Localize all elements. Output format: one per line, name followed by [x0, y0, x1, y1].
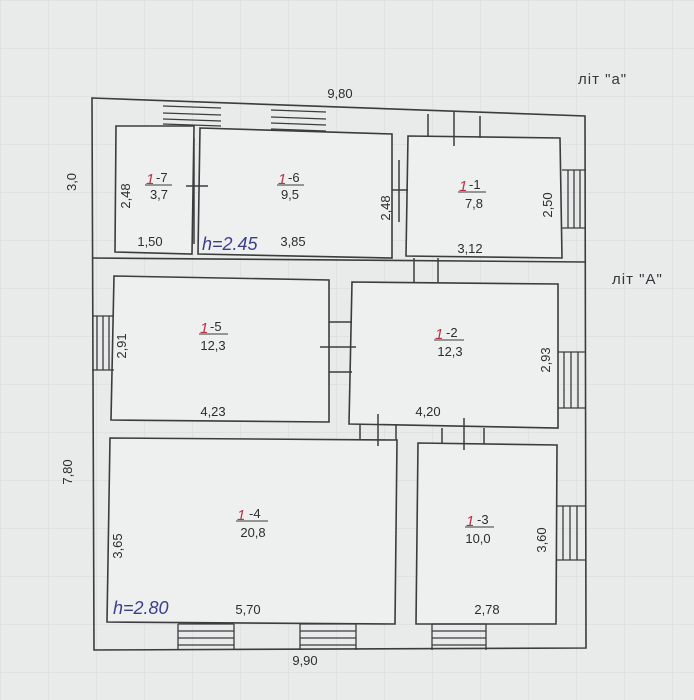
room-1-2-number: 1	[435, 326, 443, 343]
height-upper: h=2.45	[202, 234, 259, 254]
room-1-2-width: 4,20	[415, 404, 440, 419]
room-1-6-number: 1	[278, 171, 286, 188]
room-1-4-outline	[106, 437, 398, 625]
room-1-7-number: 1	[146, 171, 154, 188]
window-top-middle	[270, 109, 327, 132]
room-1-3-number: 1	[466, 513, 474, 530]
window-bottom-left	[177, 623, 235, 650]
room-1-5-width: 4,23	[200, 404, 225, 419]
room-1-1-outline	[405, 135, 563, 259]
room-1-4-area: 20,8	[240, 525, 265, 540]
room-1-7-height: 2,48	[118, 183, 133, 208]
room-1-1-sub: -1	[469, 177, 481, 192]
room-1-5-number: 1	[200, 320, 208, 337]
room-1-1-number: 1	[459, 178, 467, 195]
room-1-5-sub: -5	[210, 319, 222, 334]
room-1-6-sub: -6	[288, 170, 300, 185]
window-left-middle	[92, 315, 114, 371]
dim-top-width: 9,80	[327, 86, 352, 101]
room-1-2-sub: -2	[446, 325, 458, 340]
dim-upper-height: 3,0	[64, 173, 79, 191]
door-1-7-to-1-6	[186, 138, 208, 244]
window-bottom-right	[431, 623, 487, 650]
door-1-2-to-1-3	[441, 418, 485, 450]
outer-wall-outline	[91, 97, 587, 651]
room-1-4-sub: -4	[249, 506, 261, 521]
room-1-2-outline	[348, 281, 559, 429]
room-1-6-height: 2,48	[378, 195, 393, 220]
room-1-7-outline	[114, 125, 195, 255]
window-bottom-middle	[299, 623, 357, 650]
room-1-1-height: 2,50	[540, 192, 555, 217]
label-lit-a-small: літ "а"	[578, 71, 627, 88]
room-1-5-height: 2,91	[114, 333, 129, 358]
room-1-5-outline	[110, 275, 330, 423]
room-1-4-number: 1	[237, 507, 245, 524]
wall-lit-divider	[91, 257, 587, 263]
room-1-1-area: 7,8	[465, 196, 483, 211]
door-entrance-top	[427, 112, 481, 146]
room-1-2-height: 2,93	[538, 347, 553, 372]
room-1-5-area: 12,3	[200, 338, 225, 353]
label-lit-a-big: літ "А"	[612, 271, 663, 288]
room-1-1-width: 3,12	[457, 241, 482, 256]
door-1-5-to-1-2	[320, 321, 356, 373]
room-1-6-width: 3,85	[280, 234, 305, 249]
room-1-6-area: 9,5	[281, 187, 299, 202]
door-1-1-to-1-2	[413, 258, 439, 282]
height-lower: h=2.80	[113, 598, 169, 618]
room-1-7-area: 3,7	[150, 187, 168, 202]
room-1-3-width: 2,78	[474, 602, 499, 617]
window-right-upper	[562, 169, 586, 229]
room-1-7-width: 1,50	[137, 234, 162, 249]
dim-main-height: 7,80	[60, 459, 75, 484]
room-1-3-sub: -3	[477, 512, 489, 527]
door-1-6-to-1-1	[392, 160, 408, 222]
window-right-middle	[558, 351, 586, 409]
room-1-3-area: 10,0	[465, 531, 490, 546]
room-1-7-sub: -7	[156, 170, 168, 185]
window-right-lower	[557, 505, 586, 561]
room-1-2-area: 12,3	[437, 344, 462, 359]
room-1-6-outline	[197, 127, 393, 259]
room-1-3-height: 3,60	[534, 527, 549, 552]
dim-bottom-width: 9,90	[292, 653, 317, 668]
window-top-left	[162, 105, 222, 127]
room-1-3-outline	[415, 442, 558, 625]
room-1-4-height: 3,65	[110, 533, 125, 558]
room-1-4-width: 5,70	[235, 602, 260, 617]
door-1-2-to-1-4	[359, 414, 397, 446]
